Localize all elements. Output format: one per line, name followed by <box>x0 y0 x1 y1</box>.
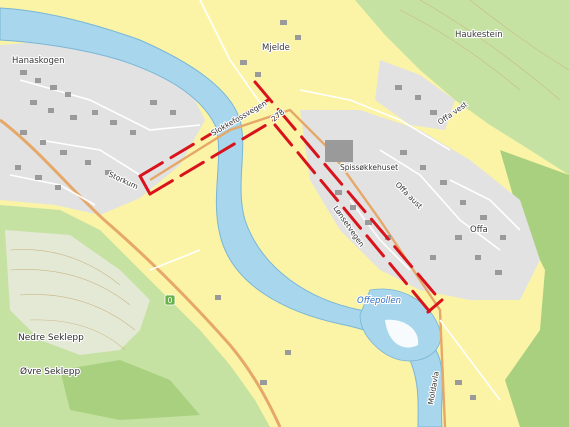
route-badge-label: 0 <box>168 296 173 305</box>
label-hanaskogen: Hanaskogen <box>12 56 64 66</box>
contour-lines <box>9 0 569 351</box>
route-badge: 0 <box>164 294 176 306</box>
label-ovre-seklepp: Øvre Seklepp <box>20 366 81 377</box>
forest-patch-lower <box>60 360 200 420</box>
label-mjelde: Mjelde <box>262 43 290 53</box>
rock-area-seklepp <box>5 230 150 355</box>
urban-area-offa <box>300 110 540 300</box>
label-offepollen: Offepollen <box>357 296 401 306</box>
label-nedre-seklepp: Nedre Seklepp <box>18 333 84 343</box>
forest-area-northeast <box>355 0 569 175</box>
label-haukestein: Haukestein <box>455 30 503 40</box>
buildings <box>15 20 506 400</box>
river <box>0 7 443 427</box>
label-spissokkehuset: Spissøkkehuset <box>340 163 398 172</box>
forest-area-east <box>500 150 569 427</box>
project-boundary-markers <box>138 80 444 314</box>
sandbank <box>385 319 419 348</box>
urban-area-west <box>0 40 205 215</box>
main-road <box>0 118 282 427</box>
label-offa: Offa <box>470 225 488 235</box>
